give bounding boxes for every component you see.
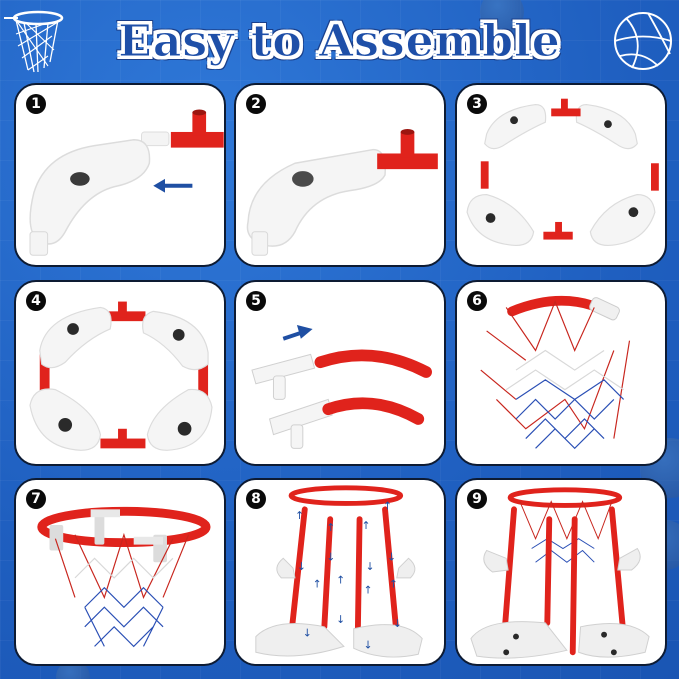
- assembled-ring-illustration: [29, 301, 213, 451]
- step-number-badge: 7: [26, 489, 46, 509]
- float-piece-illustration: [29, 109, 224, 256]
- svg-text:↓: ↓: [365, 560, 374, 573]
- step-panel-1: 1: [14, 83, 226, 267]
- step-panel-4: 4: [14, 280, 226, 466]
- page-title: Easy to Assemble: [118, 16, 561, 68]
- svg-text:↑: ↑: [383, 499, 392, 512]
- step-number-badge: 5: [246, 291, 266, 311]
- rim-tubes-illustration: [251, 325, 432, 449]
- svg-text:↑: ↑: [313, 578, 322, 591]
- svg-text:↑: ↑: [295, 509, 304, 522]
- completed-rim-illustration: [37, 506, 211, 648]
- step-number-badge: 1: [26, 94, 46, 114]
- svg-text:↓: ↓: [387, 550, 396, 563]
- svg-text:↓: ↓: [303, 627, 312, 640]
- svg-text:↑: ↑: [326, 521, 335, 534]
- step-number-badge: 6: [467, 291, 487, 311]
- net-attachment-illustration: [480, 295, 631, 450]
- step-number-badge: 2: [246, 94, 266, 114]
- header: Easy to Assemble: [0, 0, 679, 80]
- float-piece-joined-illustration: [246, 129, 438, 256]
- step-panel-2: 2: [234, 83, 446, 267]
- step-number-badge: 3: [467, 94, 487, 114]
- ring-parts-illustration: [466, 98, 659, 247]
- basketball-hoop-icon: [4, 10, 64, 73]
- svg-text:↓: ↓: [297, 560, 306, 573]
- step-panel-9: 9: [455, 478, 667, 666]
- svg-text:↓: ↓: [393, 617, 402, 630]
- svg-text:↑: ↑: [389, 578, 398, 591]
- assembled-hoop-illustration: [470, 487, 650, 659]
- pole-assembly-illustration: ↑ ↑ ↑ ↑ ↓ ↓ ↓ ↓ ↑ ↑ ↑ ↑ ↓ ↓ ↓ ↓: [255, 485, 423, 658]
- decorative-ball: [480, 0, 524, 34]
- step-panel-8: 8 ↑ ↑ ↑ ↑ ↓ ↓ ↓ ↓ ↑ ↑ ↑ ↑ ↓ ↓ ↓ ↓: [234, 478, 446, 666]
- svg-text:↑: ↑: [336, 574, 345, 587]
- svg-text:↓: ↓: [326, 550, 335, 563]
- svg-text:↑: ↑: [362, 519, 371, 532]
- step-panel-7: 7: [14, 478, 226, 666]
- step-panel-5: 5: [234, 280, 446, 466]
- basketball-icon: [614, 12, 672, 70]
- svg-text:↓: ↓: [363, 638, 372, 651]
- step-number-badge: 9: [467, 489, 487, 509]
- svg-text:↑: ↑: [363, 584, 372, 597]
- step-number-badge: 8: [246, 489, 266, 509]
- svg-text:↓: ↓: [336, 613, 345, 626]
- step-panel-3: 3: [455, 83, 667, 267]
- arrow-right-icon: [282, 331, 302, 341]
- step-panel-6: 6: [455, 280, 667, 466]
- step-number-badge: 4: [26, 291, 46, 311]
